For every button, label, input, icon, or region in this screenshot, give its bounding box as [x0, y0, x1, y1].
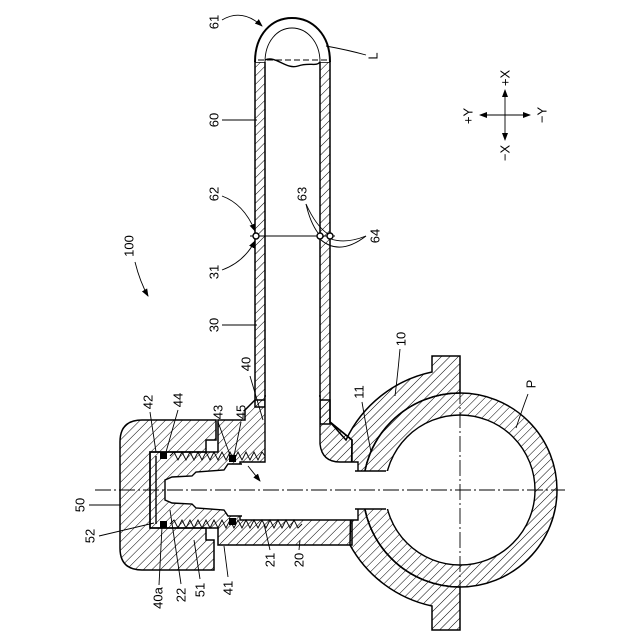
seal-45-top — [229, 455, 236, 462]
bump-63-left — [253, 233, 259, 239]
ref-label-P: P — [524, 380, 539, 389]
ref-label-11: 11 — [352, 385, 367, 399]
tube-bore-cover — [266, 60, 319, 402]
ref-label-21: 21 — [263, 553, 278, 567]
seal-45-bottom — [229, 518, 236, 525]
axis-label-plus-y: +Y — [461, 108, 476, 125]
seal-44-top — [160, 452, 167, 459]
ref-label-42: 42 — [141, 395, 156, 409]
ref-label-40: 40 — [239, 357, 254, 371]
ref-label-52: 52 — [83, 529, 98, 543]
ref-label-22: 22 — [174, 588, 189, 602]
axis-label-plus-x: +X — [498, 70, 513, 87]
ref-label-43: 43 — [211, 405, 226, 419]
axis-label-minus-x: −X — [498, 145, 513, 162]
ref-label-51: 51 — [193, 583, 208, 597]
ref-label-31: 31 — [207, 265, 222, 279]
ref-label-60: 60 — [207, 113, 222, 127]
ref-label-63: 63 — [295, 187, 310, 201]
ref-label-61: 61 — [207, 15, 222, 29]
ref-label-41: 41 — [221, 581, 236, 595]
ref-label-30: 30 — [207, 318, 222, 332]
ref-label-50: 50 — [73, 498, 88, 512]
ref-label-100: 100 — [122, 235, 137, 257]
bump-63-right — [317, 233, 323, 239]
ref-label-45: 45 — [234, 405, 249, 419]
ref-label-L: L — [366, 52, 381, 59]
ref-label-40a: 40a — [151, 586, 166, 608]
ref-label-64: 64 — [368, 229, 383, 243]
ref-label-62: 62 — [207, 187, 222, 201]
axis-label-minus-y: −Y — [535, 107, 550, 124]
ref-label-10: 10 — [394, 332, 409, 346]
seal-44-bottom — [160, 521, 167, 528]
ref-label-44: 44 — [171, 393, 186, 407]
ref-label-20: 20 — [292, 553, 307, 567]
